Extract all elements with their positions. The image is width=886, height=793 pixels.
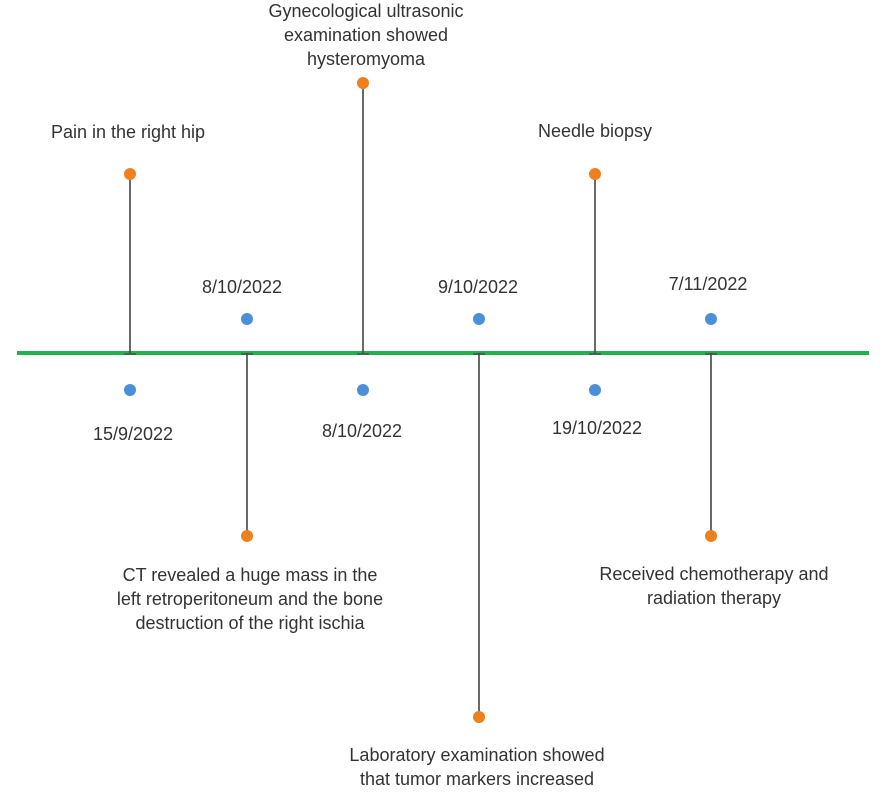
date-dot <box>473 313 485 325</box>
date-dot <box>705 313 717 325</box>
event-label: Gynecological ultrasonic examination show… <box>166 0 566 71</box>
event-label-line: CT revealed a huge mass in the <box>122 565 378 585</box>
event-dot <box>473 711 485 723</box>
date-dot <box>124 384 136 396</box>
event-label: CT revealed a huge mass in the left retro… <box>50 563 450 635</box>
event-label-line: left retroperitoneum and the bone <box>116 589 384 609</box>
event-label: Laboratory examination showed that tumor … <box>277 743 677 791</box>
event-label: Received chemotherapy and radiation thera… <box>514 562 886 610</box>
date-dot <box>357 384 369 396</box>
event-label: Pain in the right hip <box>0 121 328 143</box>
event-label-line: Gynecological ultrasonic <box>268 1 464 21</box>
event-label-line: Laboratory examination showed <box>349 745 605 765</box>
event-label-line: Received chemotherapy and <box>599 564 829 584</box>
date-label: 19/10/2022 <box>551 418 643 438</box>
event-dot <box>124 168 136 180</box>
event-dot <box>705 530 717 542</box>
date-label: 8/10/2022 <box>321 421 403 441</box>
event-label-line: examination showed <box>283 25 449 45</box>
date-dot <box>241 313 253 325</box>
event-label: Needle biopsy <box>395 120 795 142</box>
event-label-line: hysteromyoma <box>306 49 426 69</box>
event-dot <box>357 77 369 89</box>
event-label-line: destruction of the right ischia <box>135 613 365 633</box>
event-label-line: radiation therapy <box>646 588 782 608</box>
date-label: 15/9/2022 <box>92 424 174 444</box>
event-label-line: that tumor markers increased <box>359 769 595 789</box>
date-dot <box>589 384 601 396</box>
date-label: 7/11/2022 <box>668 274 748 294</box>
event-dot <box>241 530 253 542</box>
date-label: 9/10/2022 <box>437 277 519 297</box>
event-dot <box>589 168 601 180</box>
date-label: 8/10/2022 <box>201 277 283 297</box>
event-label-line: Needle biopsy <box>537 121 653 141</box>
event-label-line: Pain in the right hip <box>50 122 206 142</box>
